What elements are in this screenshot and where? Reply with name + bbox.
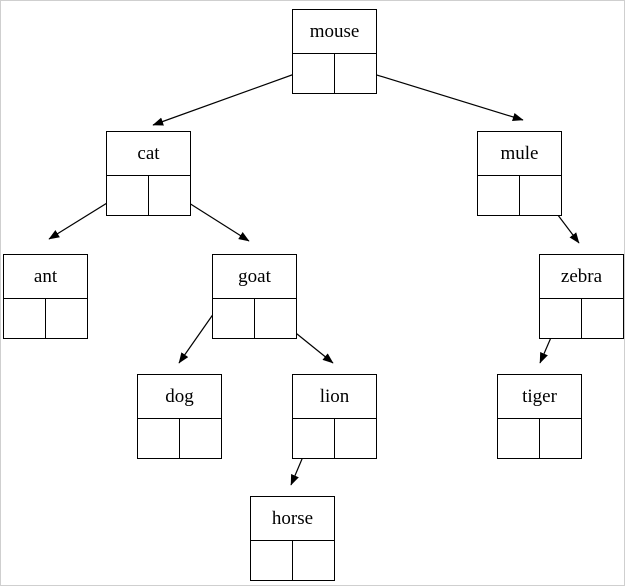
tree-node-zebra[interactable]: zebra [539,254,624,339]
tree-node-tiger[interactable]: tiger [497,374,582,459]
node-pointer-row [540,299,623,338]
node-label: goat [213,255,296,299]
node-pointer-row [498,419,581,458]
node-pointer-row [293,419,376,458]
left-pointer-cell[interactable] [213,299,255,338]
left-pointer-cell[interactable] [293,54,335,93]
tree-node-mouse[interactable]: mouse [292,9,377,94]
node-pointer-row [251,541,334,580]
edge-mouse-to-cat [152,66,315,126]
edge-goat-to-dog [178,312,215,364]
node-pointer-row [478,176,561,215]
right-pointer-cell[interactable] [46,299,88,338]
right-pointer-cell[interactable] [255,299,297,338]
tree-node-cat[interactable]: cat [106,131,191,216]
right-pointer-cell[interactable] [520,176,562,215]
node-label: zebra [540,255,623,299]
node-pointer-row [293,54,376,93]
node-label: horse [251,497,334,541]
left-pointer-cell[interactable] [478,176,520,215]
node-label: mouse [293,10,376,54]
node-label: ant [4,255,87,299]
node-label: tiger [498,375,581,419]
tree-node-goat[interactable]: goat [212,254,297,339]
node-label: mule [478,132,561,176]
tree-node-dog[interactable]: dog [137,374,222,459]
node-pointer-row [138,419,221,458]
right-pointer-cell[interactable] [149,176,191,215]
tree-node-mule[interactable]: mule [477,131,562,216]
node-label: dog [138,375,221,419]
tree-node-lion[interactable]: lion [292,374,377,459]
edge-mouse-to-mule [353,67,524,122]
left-pointer-cell[interactable] [540,299,582,338]
right-pointer-cell[interactable] [540,419,582,458]
node-pointer-row [213,299,296,338]
left-pointer-cell[interactable] [498,419,540,458]
right-pointer-cell[interactable] [335,54,377,93]
right-pointer-cell[interactable] [582,299,624,338]
tree-node-horse[interactable]: horse [250,496,335,581]
left-pointer-cell[interactable] [4,299,46,338]
left-pointer-cell[interactable] [107,176,149,215]
node-pointer-row [107,176,190,215]
right-pointer-cell[interactable] [335,419,377,458]
node-pointer-row [4,299,87,338]
left-pointer-cell[interactable] [293,419,335,458]
node-label: lion [293,375,376,419]
tree-node-ant[interactable]: ant [3,254,88,339]
right-pointer-cell[interactable] [180,419,222,458]
right-pointer-cell[interactable] [293,541,335,580]
left-pointer-cell[interactable] [138,419,180,458]
left-pointer-cell[interactable] [251,541,293,580]
node-label: cat [107,132,190,176]
